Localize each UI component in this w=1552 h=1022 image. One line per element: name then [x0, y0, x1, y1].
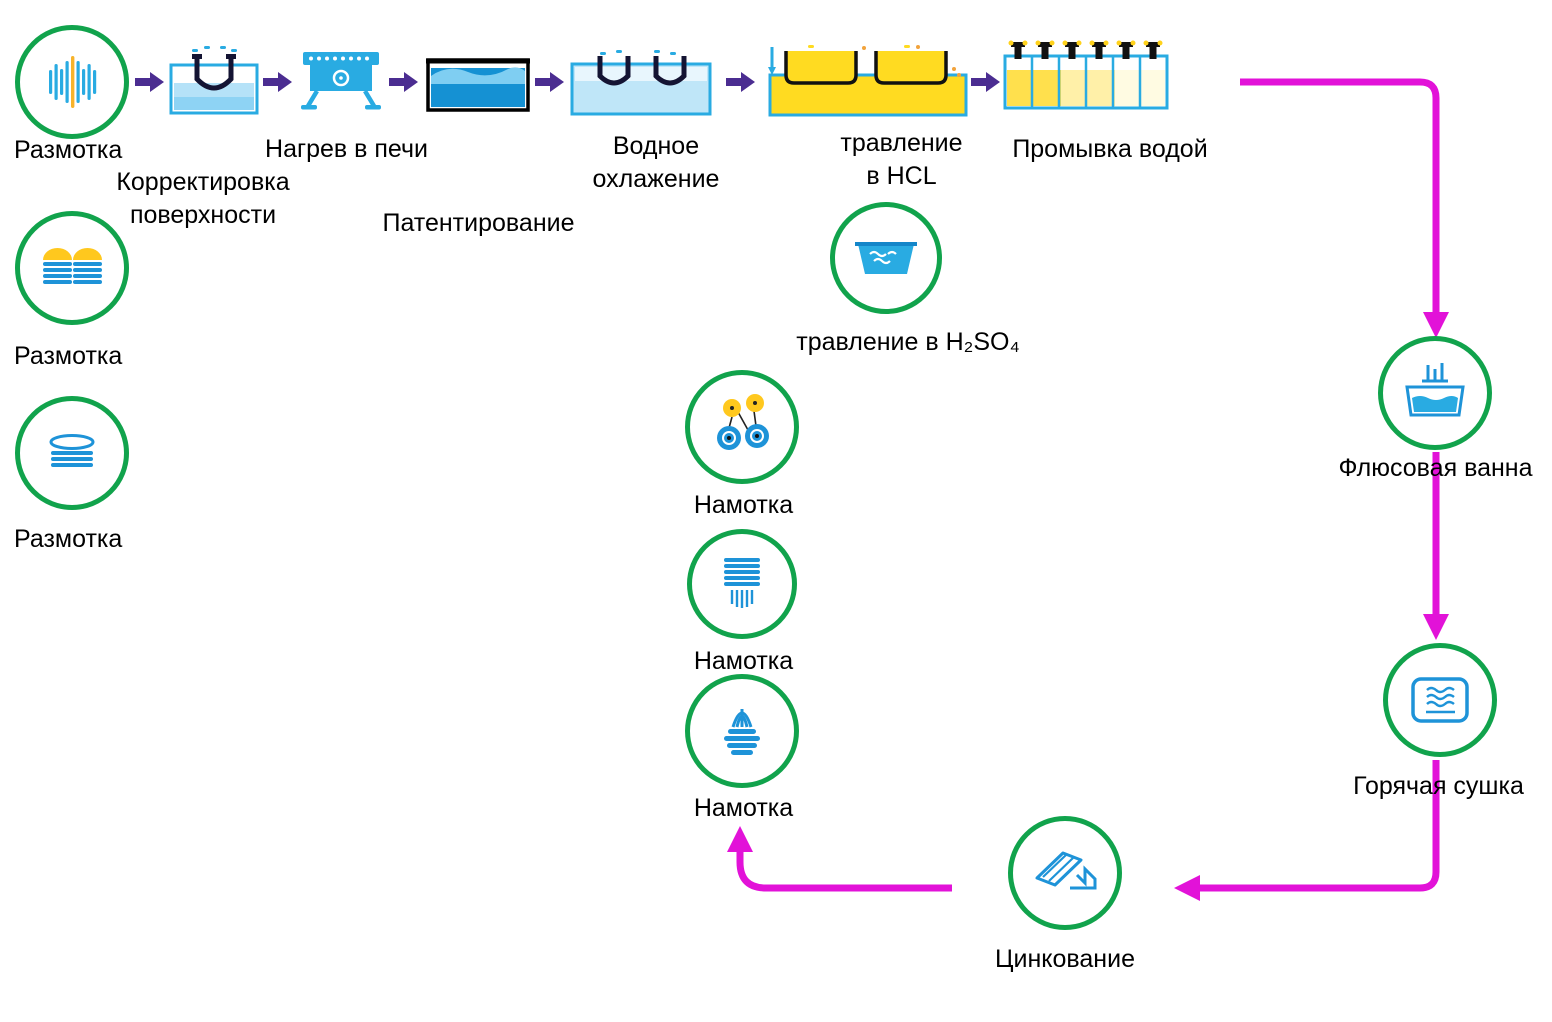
step-arrow-icon [535, 72, 564, 92]
node-winding-1 [685, 370, 799, 484]
flux-bath-icon [1405, 363, 1465, 417]
surface-correction-tank-icon [169, 46, 259, 115]
flow-arrowhead-down-1 [1423, 312, 1449, 338]
label-water-cooling: Водное охлажение [592, 132, 720, 193]
flow-arrowhead-up [727, 826, 753, 852]
flow-line-zinc-to-wind [736, 850, 952, 892]
label-unwind-1: Размотка [14, 136, 123, 164]
step-arrow-icon [971, 72, 1000, 92]
flow-line-wash-to-flux [1240, 78, 1440, 316]
label-galvanizing: Цинкование [995, 945, 1135, 973]
label-winding-3: Намотка [693, 794, 794, 822]
hot-drying-icon [1411, 677, 1469, 723]
yellow-coil-stacks-icon [43, 248, 102, 284]
node-hot-drying [1383, 643, 1497, 757]
label-hcl-pickling: травление в HCL [840, 129, 963, 190]
step-arrow-icon [389, 72, 418, 92]
label-unwind-2: Размотка [14, 342, 123, 370]
furnace-icon [301, 52, 381, 110]
node-winding-3 [685, 674, 799, 788]
label-winding-1: Намотка [693, 491, 794, 519]
water-washing-tank-icon [1003, 40, 1169, 110]
patenting-bath-icon [426, 58, 530, 112]
coil-dome-icon [724, 709, 760, 755]
wire-payoff-icon [49, 56, 97, 108]
pulley-block-icon [717, 394, 769, 450]
node-galvanizing [1008, 816, 1122, 930]
water-cooling-tank-icon [570, 50, 712, 116]
node-unwind-1 [15, 25, 129, 139]
spool-icon [724, 558, 760, 608]
flow-arrowhead-down-2 [1423, 614, 1449, 640]
label-hot-drying: Горячая сушка [1353, 772, 1524, 800]
galvanizing-ramp-icon [1035, 851, 1097, 890]
step-arrow-icon [726, 72, 755, 92]
hcl-pickling-tank-icon [768, 45, 968, 117]
label-winding-2: Намотка [693, 647, 794, 675]
clamp-row [1011, 42, 1160, 59]
node-unwind-3 [15, 396, 129, 510]
label-h2so4-pickling: травление в H₂SO₄ [796, 328, 1020, 356]
node-unwind-2 [15, 211, 129, 325]
blue-coil-icon [49, 434, 95, 467]
acid-bath-icon [855, 242, 917, 274]
flow-arrowhead-left [1174, 875, 1200, 901]
node-winding-2 [687, 529, 797, 639]
label-unwind-3: Размотка [14, 525, 123, 553]
label-surface-correction: Корректировка поверхности [116, 168, 290, 229]
step-arrow-icon [263, 72, 292, 92]
node-h2so4-pickling [830, 202, 942, 314]
label-water-washing: Промывка водой [1012, 135, 1208, 163]
label-patenting: Патентирование [382, 209, 575, 237]
label-flux-bath: Флюсовая ванна [1338, 454, 1533, 482]
label-furnace-heating: Нагрев в печи [265, 135, 428, 163]
node-flux-bath [1378, 336, 1492, 450]
step-arrow-icon [135, 72, 164, 92]
